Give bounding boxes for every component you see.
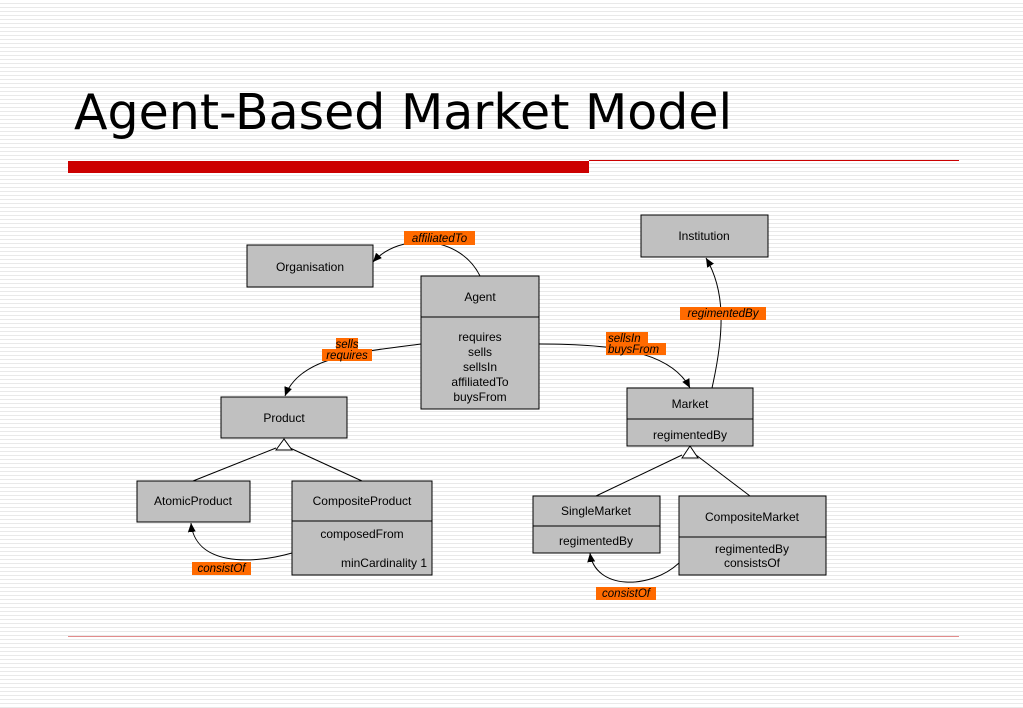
class-singlemarket: SingleMarket regimentedBy	[532, 495, 661, 554]
class-name: CompositeMarket	[705, 510, 800, 524]
footer-line	[68, 636, 959, 637]
relation-label: sellsIn	[608, 333, 641, 345]
relation-label: regimentedBy	[688, 308, 760, 320]
class-name: Market	[672, 397, 709, 411]
edge-market-regimentedby-institution	[705, 257, 722, 389]
relation-label: consistOf	[198, 563, 248, 575]
class-attribute: consistsOf	[724, 556, 781, 570]
edge-compositeproduct-consistof-atomicproduct	[187, 522, 293, 561]
slide-title: Agent-Based Market Model	[74, 84, 733, 141]
class-compositeproduct: CompositeProduct composedFrom minCardina…	[291, 480, 433, 576]
class-name: Institution	[678, 229, 729, 243]
class-attribute: sells	[468, 345, 492, 359]
class-attribute: regimentedBy	[559, 534, 633, 548]
class-name: AtomicProduct	[154, 494, 233, 508]
class-attribute: requires	[458, 330, 501, 344]
edge-compositeproduct-product	[289, 447, 363, 482]
class-attribute: composedFrom	[320, 527, 403, 541]
label-affiliatedto: affiliatedTo	[404, 231, 475, 245]
class-attribute: minCardinality 1	[341, 556, 427, 570]
relation-label: sells	[335, 339, 358, 351]
class-attribute: sellsIn	[463, 360, 497, 374]
label-sells-requires: sells requires	[322, 338, 372, 362]
relation-label: requires	[326, 350, 368, 362]
class-name: SingleMarket	[561, 504, 632, 518]
class-name: Agent	[464, 290, 496, 304]
class-name: CompositeProduct	[313, 494, 412, 508]
class-compositemarket: CompositeMarket regimentedBy consistsOf	[678, 495, 827, 576]
title-underline-line	[589, 160, 959, 161]
label-consistof-market: consistOf	[596, 587, 656, 600]
class-agent: Agent requires sells sellsIn affiliatedT…	[420, 275, 540, 410]
generalizations	[192, 438, 751, 497]
title-underline-bar	[68, 161, 589, 173]
edge-compositemarket-consistof-singlemarket	[587, 552, 680, 583]
class-product: Product	[220, 396, 348, 439]
relation-label: buysFrom	[608, 344, 660, 356]
class-institution: Institution	[640, 214, 769, 258]
edge-agent-affiliatedto-organisation	[372, 241, 481, 277]
relation-label: consistOf	[602, 588, 652, 600]
label-regimentedby: regimentedBy	[680, 307, 766, 320]
edge-singlemarket-market	[595, 454, 683, 497]
class-attribute: regimentedBy	[653, 428, 727, 442]
class-atomicproduct: AtomicProduct	[136, 480, 251, 523]
class-name: Organisation	[276, 260, 344, 274]
edge-compositemarket-market	[695, 454, 751, 497]
relation-label: affiliatedTo	[412, 233, 468, 245]
label-consistof-product: consistOf	[192, 562, 251, 575]
edge-atomicproduct-product	[192, 447, 277, 482]
class-attribute: affiliatedTo	[451, 375, 508, 389]
class-attribute: regimentedBy	[715, 542, 789, 556]
generalization-triangle-product	[275, 438, 293, 451]
class-organisation: Organisation	[246, 244, 374, 288]
label-sellsin-buysfrom: sellsIn buysFrom	[606, 332, 666, 356]
class-market: Market regimentedBy	[626, 387, 754, 447]
generalization-triangle-market	[681, 445, 699, 459]
class-name: Product	[263, 411, 305, 425]
class-attribute: buysFrom	[453, 390, 506, 404]
